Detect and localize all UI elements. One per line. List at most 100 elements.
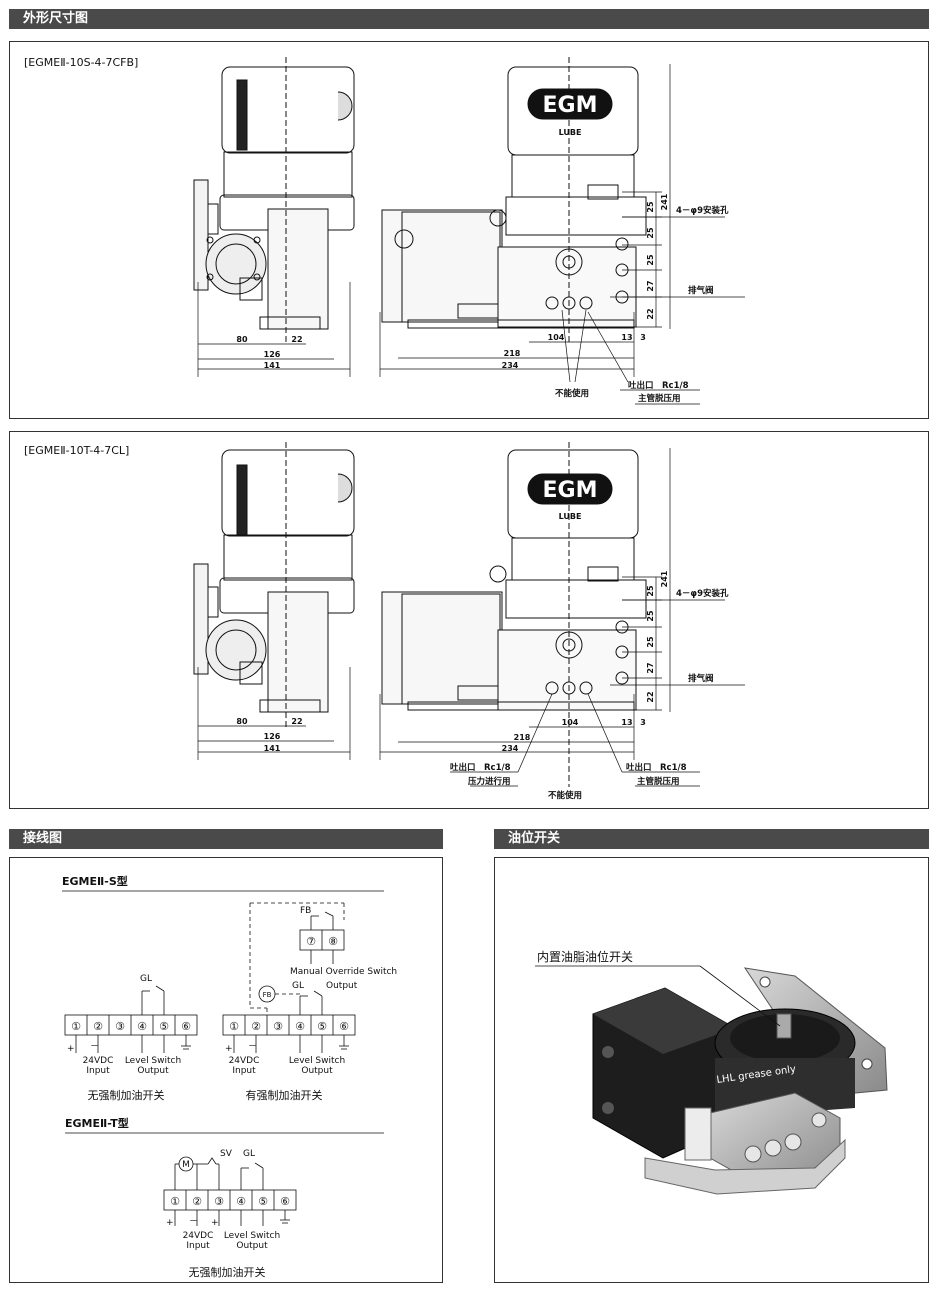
terminal-8: ⑧ [328,935,338,948]
mount-holes-label-2: 4－φ9安装孔 [676,588,729,599]
gl-label-b: GL [292,981,304,991]
override-label: Manual Override Switch [290,967,397,977]
model-label-2: [EGMEⅡ-10T-4-7CL] [24,444,130,457]
output-t-2: Output [236,1241,268,1251]
terminal-b-4: ④ [295,1020,305,1033]
terminal-b-2: ② [251,1020,261,1033]
terminal-t-5: ⑤ [258,1195,268,1208]
sub-brand-2: LUBE [559,512,582,521]
level-switch-callout: 内置油脂油位开关 [537,949,633,964]
terminal-7: ⑦ [306,935,316,948]
sub-brand-1: LUBE [559,128,582,137]
input-a-1: 24VDC [83,1056,114,1066]
input-b-1: 24VDC [229,1056,260,1066]
minus-a: － [90,1042,99,1052]
dimensions-section-header: 外形尺寸图 [9,9,929,29]
main-relief-label-2: 主管脱压用 [637,776,680,787]
sv-label: SV [220,1149,233,1159]
dim-25c-b: 25 [646,636,655,648]
terminal-a-3: ③ [115,1020,125,1033]
not-used-label-1: 不能使用 [555,388,589,399]
dim-3-b: 3 [640,718,646,727]
terminal-t-2: ② [192,1195,202,1208]
brand-logo-2: EGM [543,478,598,503]
dim-104: 104 [548,333,565,342]
input-t-2: Input [186,1241,210,1251]
terminal-b-6: ⑥ [339,1020,349,1033]
output-b-1: Level Switch [289,1056,345,1066]
input-a-2: Input [86,1066,110,1076]
dim-25b: 25 [646,227,655,239]
dim-241-b: 241 [660,570,669,587]
dim-25b-b: 25 [646,610,655,622]
dim-22: 22 [291,335,302,344]
outlet-left-label-2: 吐出口 Rc1/8 [450,762,511,773]
pump-drawing-2: EGM LUBE 80 22 126 141 104 13 3 218 [193,442,745,801]
minus-t: － [189,1217,198,1227]
outlet-label-1: 吐出口 Rc1/8 [628,380,689,391]
dim-104-b: 104 [562,718,579,727]
terminal-a-6: ⑥ [181,1020,191,1033]
dim-27: 27 [646,280,655,291]
terminal-b-5: ⑤ [317,1020,327,1033]
dim-141: 141 [264,361,281,370]
dim-234-b: 234 [502,744,519,753]
fb-label-top: FB [300,906,311,916]
dim-126-b: 126 [264,732,281,741]
dim-3: 3 [640,333,646,342]
motor-label: M [182,1160,190,1170]
dim-218-b: 218 [514,733,531,742]
terminal-t-4: ④ [236,1195,246,1208]
terminal-a-4: ④ [137,1020,147,1033]
fb-label-circle: FB [263,991,272,999]
dimension-drawing-panel-2: [EGMEⅡ-10T-4-7CL] [9,431,929,809]
dim-218: 218 [504,349,521,358]
dim-13-b: 13 [621,718,632,727]
terminal-a-2: ② [93,1020,103,1033]
dim-22v: 22 [646,308,655,319]
main-relief-label-1: 主管脱压用 [638,393,681,404]
dim-126: 126 [264,350,281,359]
plus-a: + [67,1044,75,1054]
terminal-a-1: ① [71,1020,81,1033]
dim-25a: 25 [646,201,655,213]
override-output: Output [326,981,358,991]
terminal-t-3: ③ [214,1195,224,1208]
brand-logo-1: EGM [543,93,598,118]
gl-label-a: GL [140,974,152,984]
caption-no-force-1: 无强制加油开关 [88,1088,165,1102]
dim-241: 241 [660,193,669,210]
mount-holes-label-1: 4－φ9安装孔 [676,205,729,216]
dim-25a-b: 25 [646,585,655,597]
dim-27-b: 27 [646,662,655,673]
dim-234: 234 [502,361,519,370]
wiring-section-header: 接线图 [9,829,443,849]
outlet-right-label-2: 吐出口 Rc1/8 [626,762,687,773]
wiring-diagram: EGMEⅡ-S型 GL ① ② ③ ④ ⑤ ⑥ + － 24VDC Input … [62,874,397,1279]
level-switch-panel: LHL grease only 内置油脂油位开关 [494,857,929,1283]
dim-80: 80 [236,335,248,344]
wiring-diagram-panel: EGMEⅡ-S型 GL ① ② ③ ④ ⑤ ⑥ + － 24VDC Input … [9,857,443,1283]
terminal-a-5: ⑤ [159,1020,169,1033]
dim-80-b: 80 [236,717,248,726]
plus-t-2: + [211,1218,219,1228]
dim-22-b: 22 [291,717,302,726]
s-type-title: EGMEⅡ-S型 [62,874,128,888]
caption-no-force-2: 无强制加油开关 [189,1265,266,1279]
terminal-t-1: ① [170,1195,180,1208]
terminal-b-3: ③ [273,1020,283,1033]
output-a-2: Output [137,1066,169,1076]
plus-b: + [225,1044,233,1054]
input-t-1: 24VDC [183,1231,214,1241]
output-b-2: Output [301,1066,333,1076]
plus-t: + [166,1218,174,1228]
t-type-title: EGMEⅡ-T型 [65,1116,129,1130]
input-b-2: Input [232,1066,256,1076]
dim-141-b: 141 [264,744,281,753]
vent-valve-label-1: 排气阀 [688,285,714,296]
level-switch-section-header: 油位开关 [494,829,929,849]
dimension-drawing-panel-1: [EGMEⅡ-10S-4-7CFB] [9,41,929,419]
dim-25c: 25 [646,254,655,266]
pressure-run-label-2: 压力进行用 [468,776,511,787]
pump-drawing-1: EGM LUBE 80 22 126 141 104 13 3 218 [193,57,745,405]
